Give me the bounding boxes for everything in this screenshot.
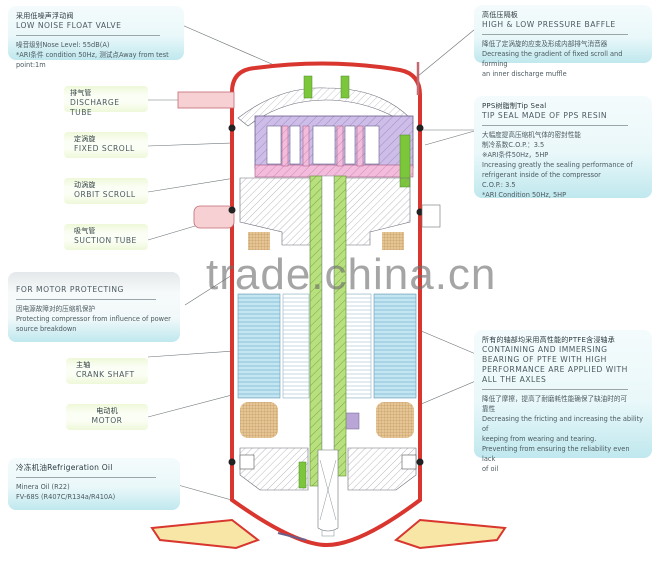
tip-seal-zh: PPS树脂制Tip Seal (482, 102, 547, 110)
discharge-tube (177, 91, 235, 109)
float-valve-en: LOW NOISE FLOAT VALVE (16, 21, 122, 30)
motor-protecting-line: source breakdown (16, 325, 77, 333)
motor-zh: 电动机 (96, 407, 118, 415)
ptfe-bearing-en: PERFORMANCE ARE APPLIED WITH (482, 365, 628, 374)
pressure-baffle-zh: 高低压隔板 (482, 11, 518, 19)
tip-seal-line: Increasing greatly the sealing performan… (482, 161, 633, 169)
fixed-scroll-zh: 定涡旋 (74, 135, 96, 143)
float-valve-line: 噪音级别Nose Level: 55dB(A) (16, 41, 110, 49)
watermark: trade.china.cn (206, 250, 497, 299)
ptfe-bearing-line: Decreasing the fricting and increasing t… (482, 415, 644, 433)
divider (482, 34, 628, 35)
orbit-scroll-zh: 动涡旋 (74, 181, 96, 189)
divider (482, 125, 628, 126)
tip-seal-line: 大幅度提高压缩机气体的密封性能 (482, 131, 581, 139)
ptfe-bearing-en: BEARING OF PTFE WITH HIGH (482, 355, 607, 364)
label-orbit-scroll: 动涡旋 ORBIT SCROLL (64, 178, 148, 204)
ptfe-bearing-line: of oil (482, 465, 499, 473)
motor-protecting-line: Protecting compressor from influence of … (16, 315, 171, 323)
ptfe-bearing-line: 降低了摩擦，提高了耐磨耗性能确保了缺油时的可 (482, 395, 628, 403)
suction-tube-zh: 吸气管 (74, 227, 96, 235)
callout-tip-seal: PPS树脂制Tip Seal TIP SEAL MADE OF PPS RESI… (474, 96, 652, 199)
refrigeration-oil-line: Minera Oil (R22) (16, 483, 70, 491)
tip-seal-line: refrigerant inside of the compressor (482, 171, 601, 179)
pressure-baffle-line: an inner discharge muffle (482, 70, 567, 78)
pressure-baffle-line: Decreasing the gradient of fixed scroll … (482, 50, 623, 68)
callout-ptfe-bearing: 所有的轴部均采用高性能的PTFE含浸轴承 CONTAINING AND IMME… (474, 330, 652, 473)
callout-refrigeration-oil: 冷冻机油Refrigeration Oil Minera Oil (R22) F… (8, 458, 180, 510)
suction-tube (193, 205, 235, 229)
refrigeration-oil-line: FV-68S (R407C/R134a/R410A) (16, 493, 116, 501)
motor-en: MOTOR (91, 416, 123, 425)
ptfe-bearing-line: 靠性 (482, 405, 496, 413)
ptfe-bearing-en: CONTAINING AND IMMERSING (482, 345, 608, 354)
tip-seal-line: 制冷系数C.O.P.：3.5 (482, 141, 545, 149)
refrigeration-oil-title: 冷冻机油Refrigeration Oil (16, 463, 113, 472)
tip-seal-line: C.O.P.: 3.5 (482, 181, 516, 189)
motor-protecting-en: FOR MOTOR PROTECTING (16, 285, 124, 294)
divider (16, 477, 157, 478)
label-suction-tube: 吸气管 SUCTION TUBE (64, 224, 148, 250)
discharge-tube-en: DISCHARGE TUBE (70, 98, 120, 117)
ptfe-bearing-line: Preventing from ensuring the reliability… (482, 445, 630, 463)
ptfe-bearing-line: keeping from wearing and tearing. (482, 435, 597, 443)
float-valve-line: point:1m (16, 61, 46, 69)
motor-protecting-line: 因电源故障对的压缩机保护 (16, 305, 96, 313)
callout-pressure-baffle: 高低压隔板 HIGH & LOW PRESSURE BAFFLE 降低了定涡旋的… (474, 5, 652, 78)
pressure-baffle-line: 降低了定涡旋的应变及形成内部排气消音器 (482, 40, 608, 48)
label-crank-shaft: 主轴 CRANK SHAFT (66, 358, 148, 384)
ptfe-bearing-en: ALL THE AXLES (482, 375, 547, 384)
motor-stator-right (373, 293, 417, 399)
discharge-tube-zh: 排气管 (70, 89, 92, 97)
callout-float-valve: 采用低噪声浮动阀 LOW NOISE FLOAT VALVE 噪音级别Nose … (8, 6, 184, 69)
divider (16, 299, 157, 300)
crank-shaft-en: CRANK SHAFT (76, 370, 135, 379)
suction-tube-en: SUCTION TUBE (74, 236, 137, 245)
motor-stator-left (237, 293, 281, 399)
crank-shaft-zh: 主轴 (76, 361, 91, 369)
label-discharge-tube: 排气管 DISCHARGE TUBE (64, 86, 148, 117)
tip-seal-en: TIP SEAL MADE OF PPS RESIN (482, 111, 608, 120)
fixed-scroll-en: FIXED SCROLL (74, 144, 135, 153)
tip-seal-line: ※ARI条件50Hz，5HP (482, 151, 549, 159)
divider (482, 389, 628, 390)
label-fixed-scroll: 定涡旋 FIXED SCROLL (64, 132, 148, 158)
crank-shaft (309, 175, 323, 487)
ptfe-bearing-zh: 所有的轴部均采用高性能的PTFE含浸轴承 (482, 336, 615, 344)
divider (16, 35, 160, 36)
orbit-scroll-en: ORBIT SCROLL (74, 190, 136, 199)
label-motor: 电动机 MOTOR (66, 404, 148, 430)
callout-motor-protecting: FOR MOTOR PROTECTING 因电源故障对的压缩机保护 Protec… (8, 272, 180, 342)
float-valve-line: *ARI条件 condition 50Hz, 测试点Away from test (16, 51, 169, 59)
float-valve-zh: 采用低噪声浮动阀 (16, 12, 74, 20)
pressure-baffle-en: HIGH & LOW PRESSURE BAFFLE (482, 20, 616, 29)
tip-seal-line: *ARI Condition 50Hz, 5HP (482, 191, 567, 199)
